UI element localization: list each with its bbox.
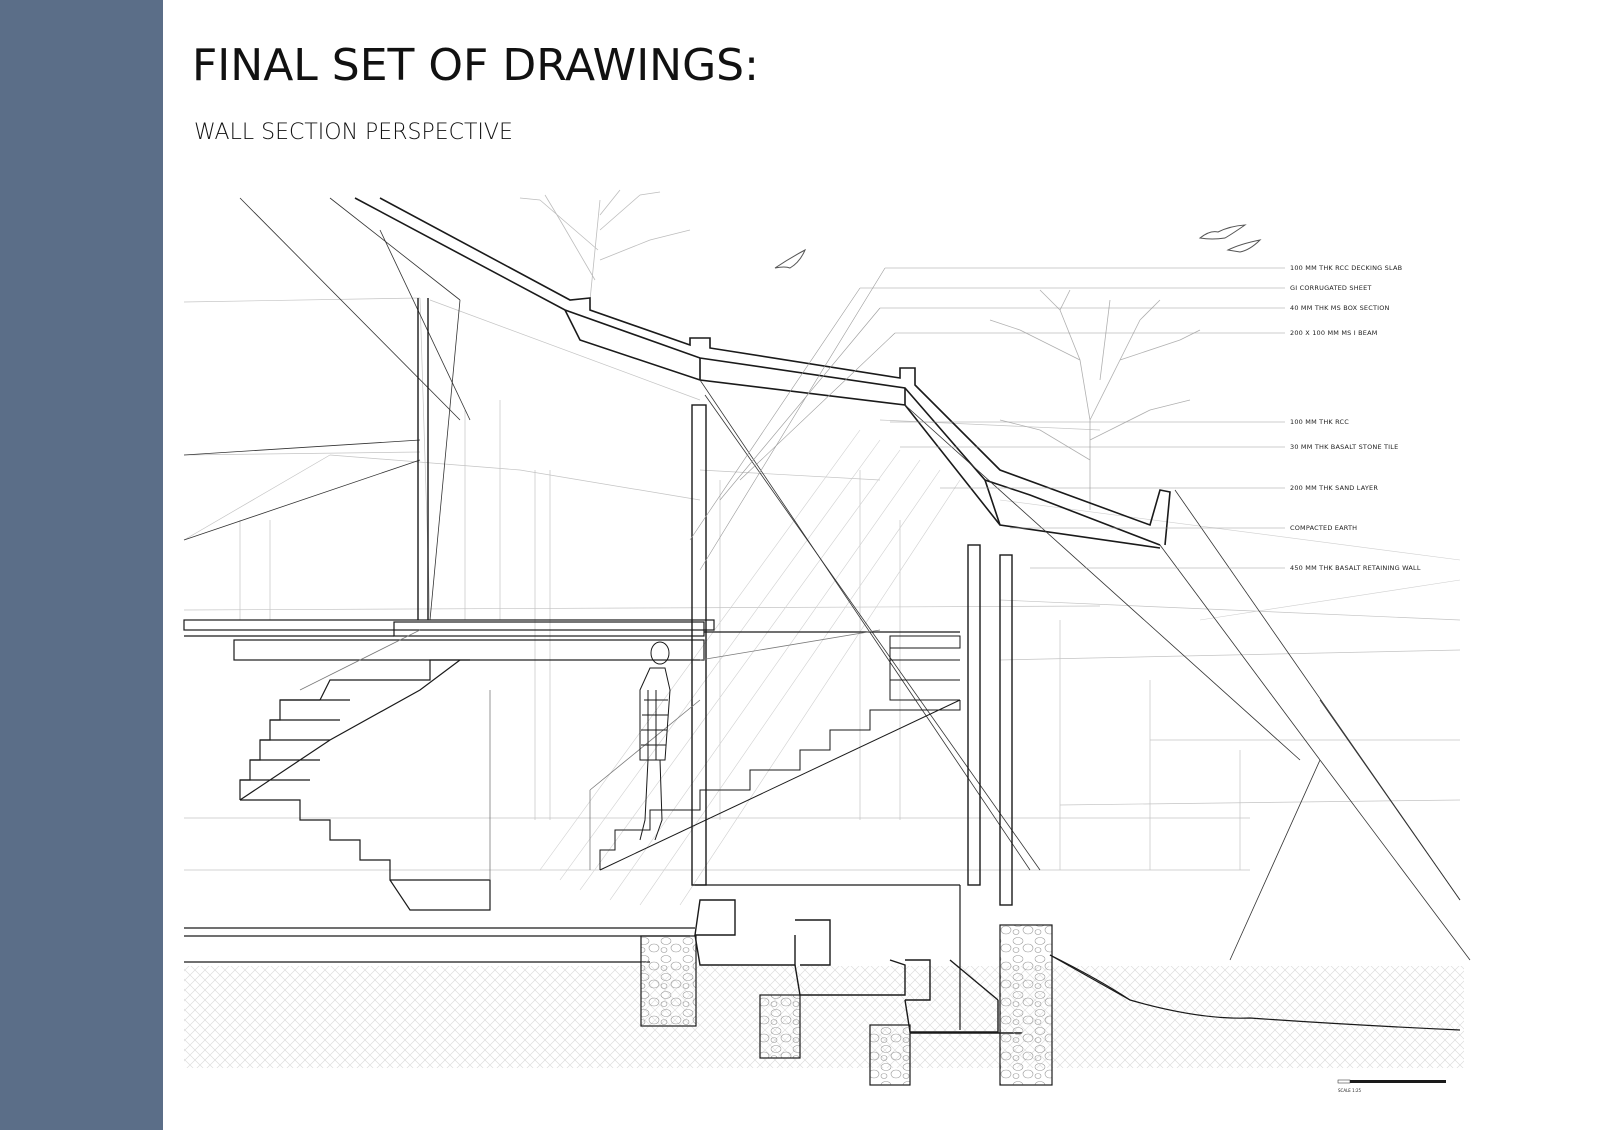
stair-railings (299, 629, 881, 880)
label-gi-corrugated-sheet: GI CORRUGATED SHEET (1290, 284, 1372, 292)
tree-sketch-right (989, 289, 1201, 510)
floor-slab (183, 619, 960, 661)
scale-bar: SCALE 1:25 (1337, 1079, 1446, 1093)
person-figure (639, 641, 671, 841)
tree-sketch-left (519, 189, 691, 301)
label-basalt-stone-tile: 30 MM THK BASALT STONE TILE (1290, 443, 1398, 451)
right-staircase (599, 635, 961, 871)
diagonal-guides (539, 429, 1461, 906)
scale-label: SCALE 1:25 (1338, 1088, 1362, 1093)
label-compacted-earth: COMPACTED EARTH (1290, 524, 1357, 532)
label-rcc: 100 MM THK RCC (1290, 418, 1349, 426)
page-title: FINAL SET OF DRAWINGS: (192, 40, 759, 91)
left-staircase (239, 659, 491, 911)
background-linework (183, 297, 1461, 871)
material-labels: 100 MM THK RCC DECKING SLAB GI CORRUGATE… (1290, 264, 1421, 572)
label-ms-i-beam: 200 X 100 MM MS I BEAM (1290, 329, 1378, 337)
columns (417, 298, 1013, 906)
label-ms-box-section: 40 MM THK MS BOX SECTION (1290, 304, 1390, 312)
label-basalt-retaining-wall: 450 MM THK BASALT RETAINING WALL (1290, 564, 1421, 572)
ground-floor (184, 884, 1461, 1031)
birds-icon (774, 224, 1262, 269)
sidebar-band (0, 0, 163, 1130)
annotation-leaders (689, 267, 1285, 571)
roof-structure (354, 197, 1171, 549)
ground-hatch (184, 966, 1464, 1068)
retaining-walls (640, 924, 1053, 1086)
roof-light-lines (183, 197, 1471, 961)
label-rcc-decking-slab: 100 MM THK RCC DECKING SLAB (1290, 264, 1402, 272)
label-sand-layer: 200 MM THK SAND LAYER (1290, 484, 1378, 492)
basement-steps (694, 899, 1022, 1034)
page-subtitle: WALL SECTION PERSPECTIVE (194, 120, 513, 145)
